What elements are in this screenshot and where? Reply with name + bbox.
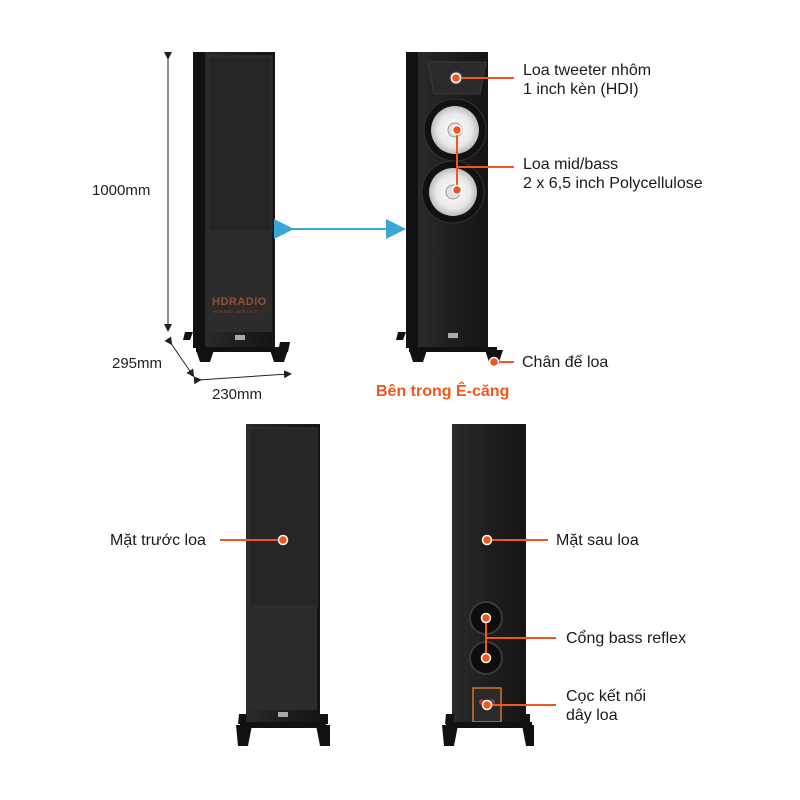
callouts [220,77,556,706]
terminals-label: Cọc kết nối dây loa [566,687,646,725]
reflex-dot-1 [480,612,492,624]
foot-right [485,350,503,362]
tweeter-label: Loa tweeter nhôm 1 inch kèn (HDI) [523,61,651,99]
inside-view-label: Bên trong Ê-căng [376,383,510,400]
jbl-badge [278,712,288,717]
terminal-dot [481,699,493,711]
foot-right [522,725,534,746]
speaker-back-view [442,424,534,746]
midbass-dot-2 [451,184,463,196]
feet-dot [488,356,500,368]
watermark-logo: HDRADIO [212,296,267,308]
foot-back-right [522,714,530,724]
grille-lower [249,606,317,710]
tweeter-label-line-1: Loa tweeter nhôm [523,62,652,79]
foot-back-left [183,332,193,340]
foot-back-left [396,332,406,340]
bass-reflex-label: Cổng bass reflex [566,630,687,647]
midbass-label-line-2: 2 x 6,5 inch Polycellulose [523,175,703,192]
grille-upper [248,427,318,607]
cabinet-side [193,52,207,348]
foot-back-right [278,342,290,352]
speaker-front-drivers [396,52,503,362]
depth-dimension-line [164,336,195,378]
midbass-label-line-1: Loa mid/bass [523,156,619,173]
foot-left [236,725,252,746]
grille-lower [208,232,272,332]
width-label: 230mm [212,386,263,403]
cabinet-back [452,424,526,724]
reflex-dot-2 [480,652,492,664]
tweeter-label-line-2: 1 inch kèn (HDI) [523,81,639,98]
grille-upper [207,55,273,233]
watermark-tagline: HIGH END • NEW • OLD [213,309,258,314]
foot-left [196,350,214,362]
height-label: 1000mm [92,182,151,199]
foot-back-right [320,714,328,724]
foot-left [442,725,458,746]
cabinet-side [406,52,420,348]
depth-label: 295mm [112,355,163,372]
jbl-badge [448,333,458,338]
terminals-label-line-2: dây loa [566,707,618,724]
foot-left [409,350,427,362]
terminals-label-line-1: Cọc kết nối [566,688,647,705]
foot-right [270,350,288,362]
front-dot [277,534,289,546]
midbass-dot-1 [451,124,463,136]
jbl-badge [235,335,245,340]
back-dot [481,534,493,546]
plinth [446,722,532,728]
foot-back-left [445,714,454,724]
feet-label: Chân đế loa [522,354,609,371]
front-label: Mặt trước loa [110,532,206,549]
plinth [240,722,326,728]
back-label: Mặt sau loa [556,532,639,549]
plinth [196,347,284,352]
width-dimension-line [193,370,292,385]
callout-dots [277,72,500,711]
speaker-front-view [236,424,330,746]
foot-right [316,725,330,746]
midbass-label: Loa mid/bass 2 x 6,5 inch Polycellulose [523,155,703,193]
foot-back-left [238,714,247,724]
speaker-front-grille-dimensions [164,52,292,385]
tweeter-dot [450,72,462,84]
plinth [409,347,497,352]
